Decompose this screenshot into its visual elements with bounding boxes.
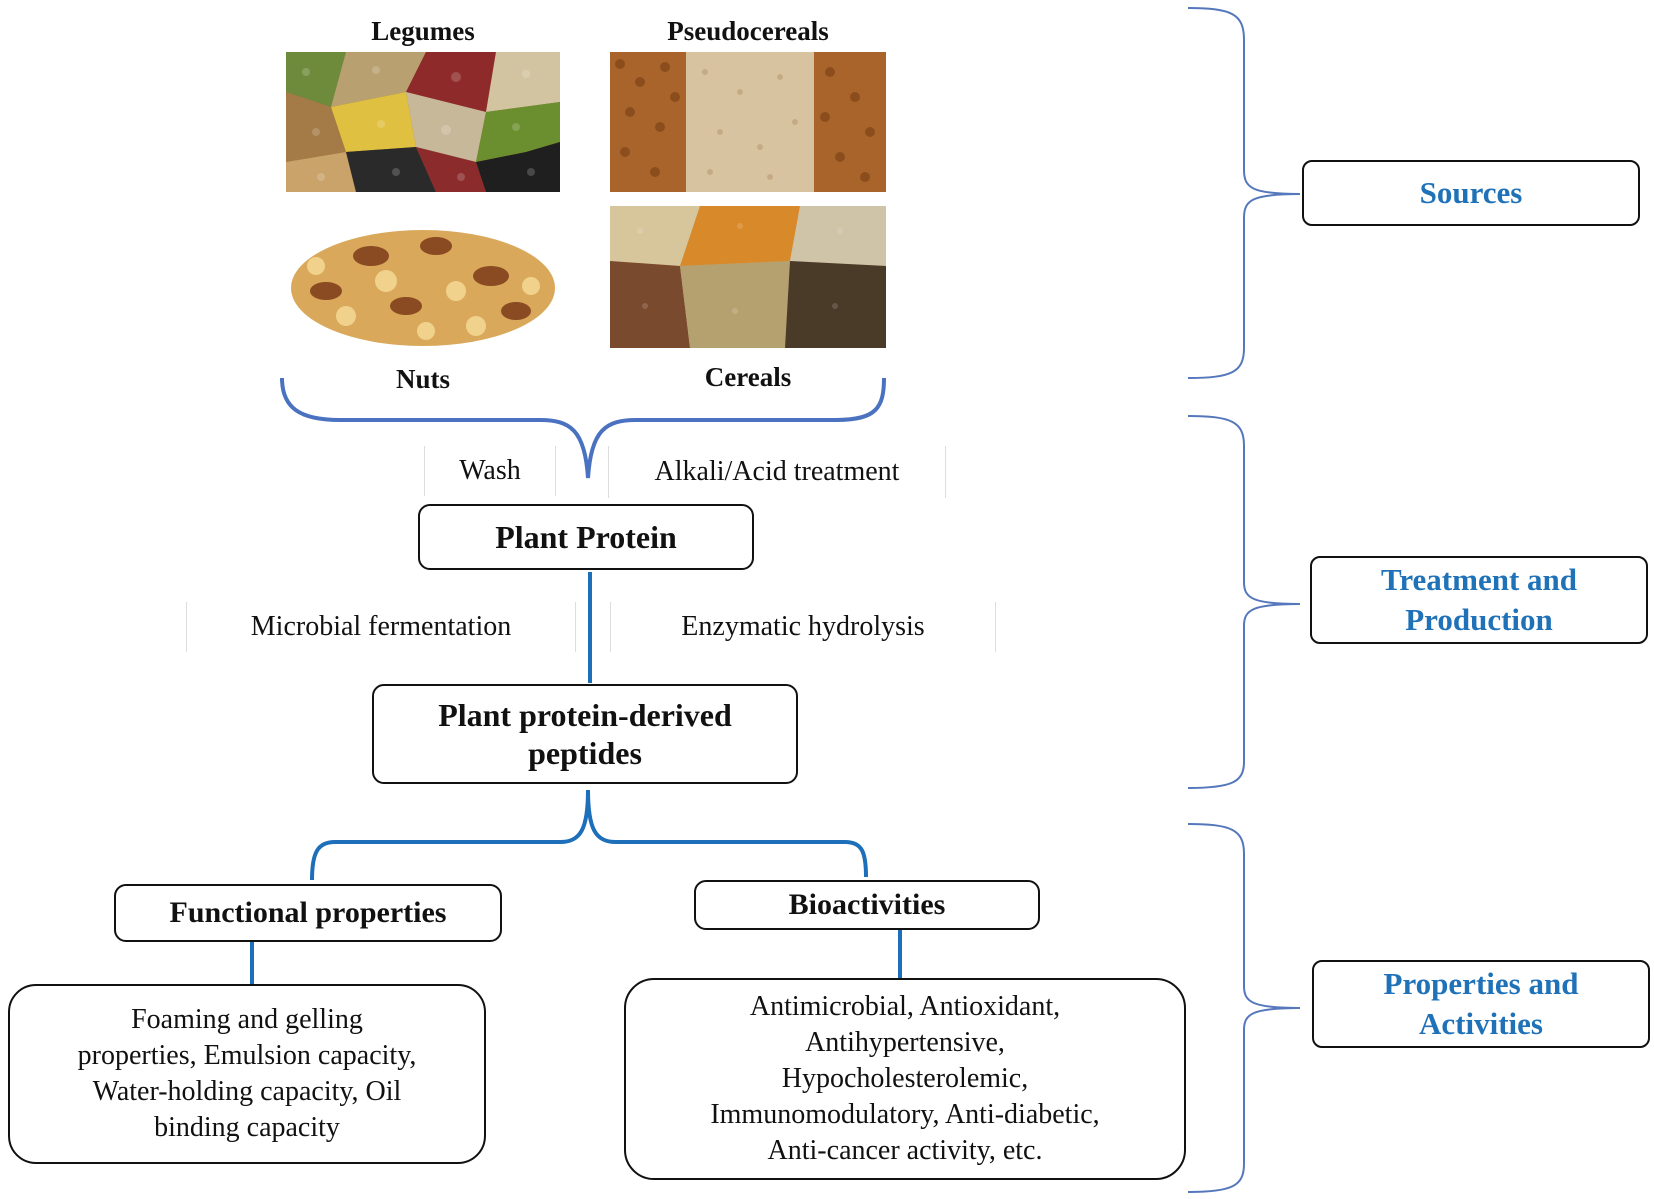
functional-description: Foaming and gelling properties, Emulsion… <box>8 984 486 1164</box>
bio-desc-line: Antihypertensive, <box>805 1027 1005 1058</box>
sources-category-label: Sources <box>1419 175 1523 210</box>
functional-desc-line: binding capacity <box>154 1112 340 1143</box>
legumes-image <box>286 52 560 192</box>
plant-protein-label: Plant Protein <box>495 519 677 555</box>
cereals-label: Cereals <box>704 362 792 392</box>
branch-right <box>586 789 868 878</box>
sources-brace <box>1187 7 1301 379</box>
peptides-node: Plant protein-derived peptides <box>372 684 798 784</box>
bio-desc-line: Immunomodulatory, Anti-diabetic, <box>710 1099 1100 1130</box>
sources-merge-brace <box>280 377 886 479</box>
bioactivities-label: Bioactivities <box>788 888 946 921</box>
microbial-fermentation-step: Microbial fermentation <box>186 602 576 652</box>
functional-properties-node: Functional properties <box>114 884 502 942</box>
functional-desc-line: Foaming and gelling <box>131 1004 363 1035</box>
treatment-category-line1: Treatment and <box>1380 562 1578 597</box>
properties-category-line2: Activities <box>1419 1006 1543 1041</box>
treatment-category-line2: Production <box>1405 602 1553 637</box>
functional-desc-line: properties, Emulsion capacity, <box>77 1040 417 1071</box>
plant-protein-node: Plant Protein <box>418 504 754 570</box>
properties-category-line1: Properties and <box>1383 966 1579 1001</box>
pseudocereals-label: Pseudocereals <box>667 16 829 46</box>
bio-desc-line: Antimicrobial, Antioxidant, <box>749 991 1061 1022</box>
nuts-label: Nuts <box>395 364 450 394</box>
wash-step: Wash <box>424 446 556 496</box>
alkali-acid-step: Alkali/Acid treatment <box>608 446 946 498</box>
pseudocereals-image <box>610 52 886 192</box>
peptides-line2: peptides <box>528 735 642 771</box>
bio-desc-line: Hypocholesterolemic, <box>781 1063 1029 1094</box>
properties-brace <box>1187 823 1301 1193</box>
bioactivities-node: Bioactivities <box>694 880 1040 930</box>
legumes-label: Legumes <box>371 16 475 46</box>
bio-desc-line: Anti-cancer activity, etc. <box>767 1135 1043 1166</box>
functional-properties-label: Functional properties <box>169 896 447 929</box>
nuts-image <box>286 206 560 348</box>
bioactivities-description: Antimicrobial, Antioxidant, Antihyperten… <box>624 978 1186 1180</box>
treatment-brace <box>1187 415 1301 789</box>
branch-left <box>310 789 590 881</box>
properties-category: Properties and Activities <box>1312 960 1650 1048</box>
functional-desc-line: Water-holding capacity, Oil <box>92 1076 402 1107</box>
sources-category: Sources <box>1302 160 1640 226</box>
peptides-line1: Plant protein-derived <box>438 697 732 733</box>
enzymatic-hydrolysis-step: Enzymatic hydrolysis <box>610 602 996 652</box>
cereals-image <box>610 206 886 348</box>
treatment-category: Treatment and Production <box>1310 556 1648 644</box>
